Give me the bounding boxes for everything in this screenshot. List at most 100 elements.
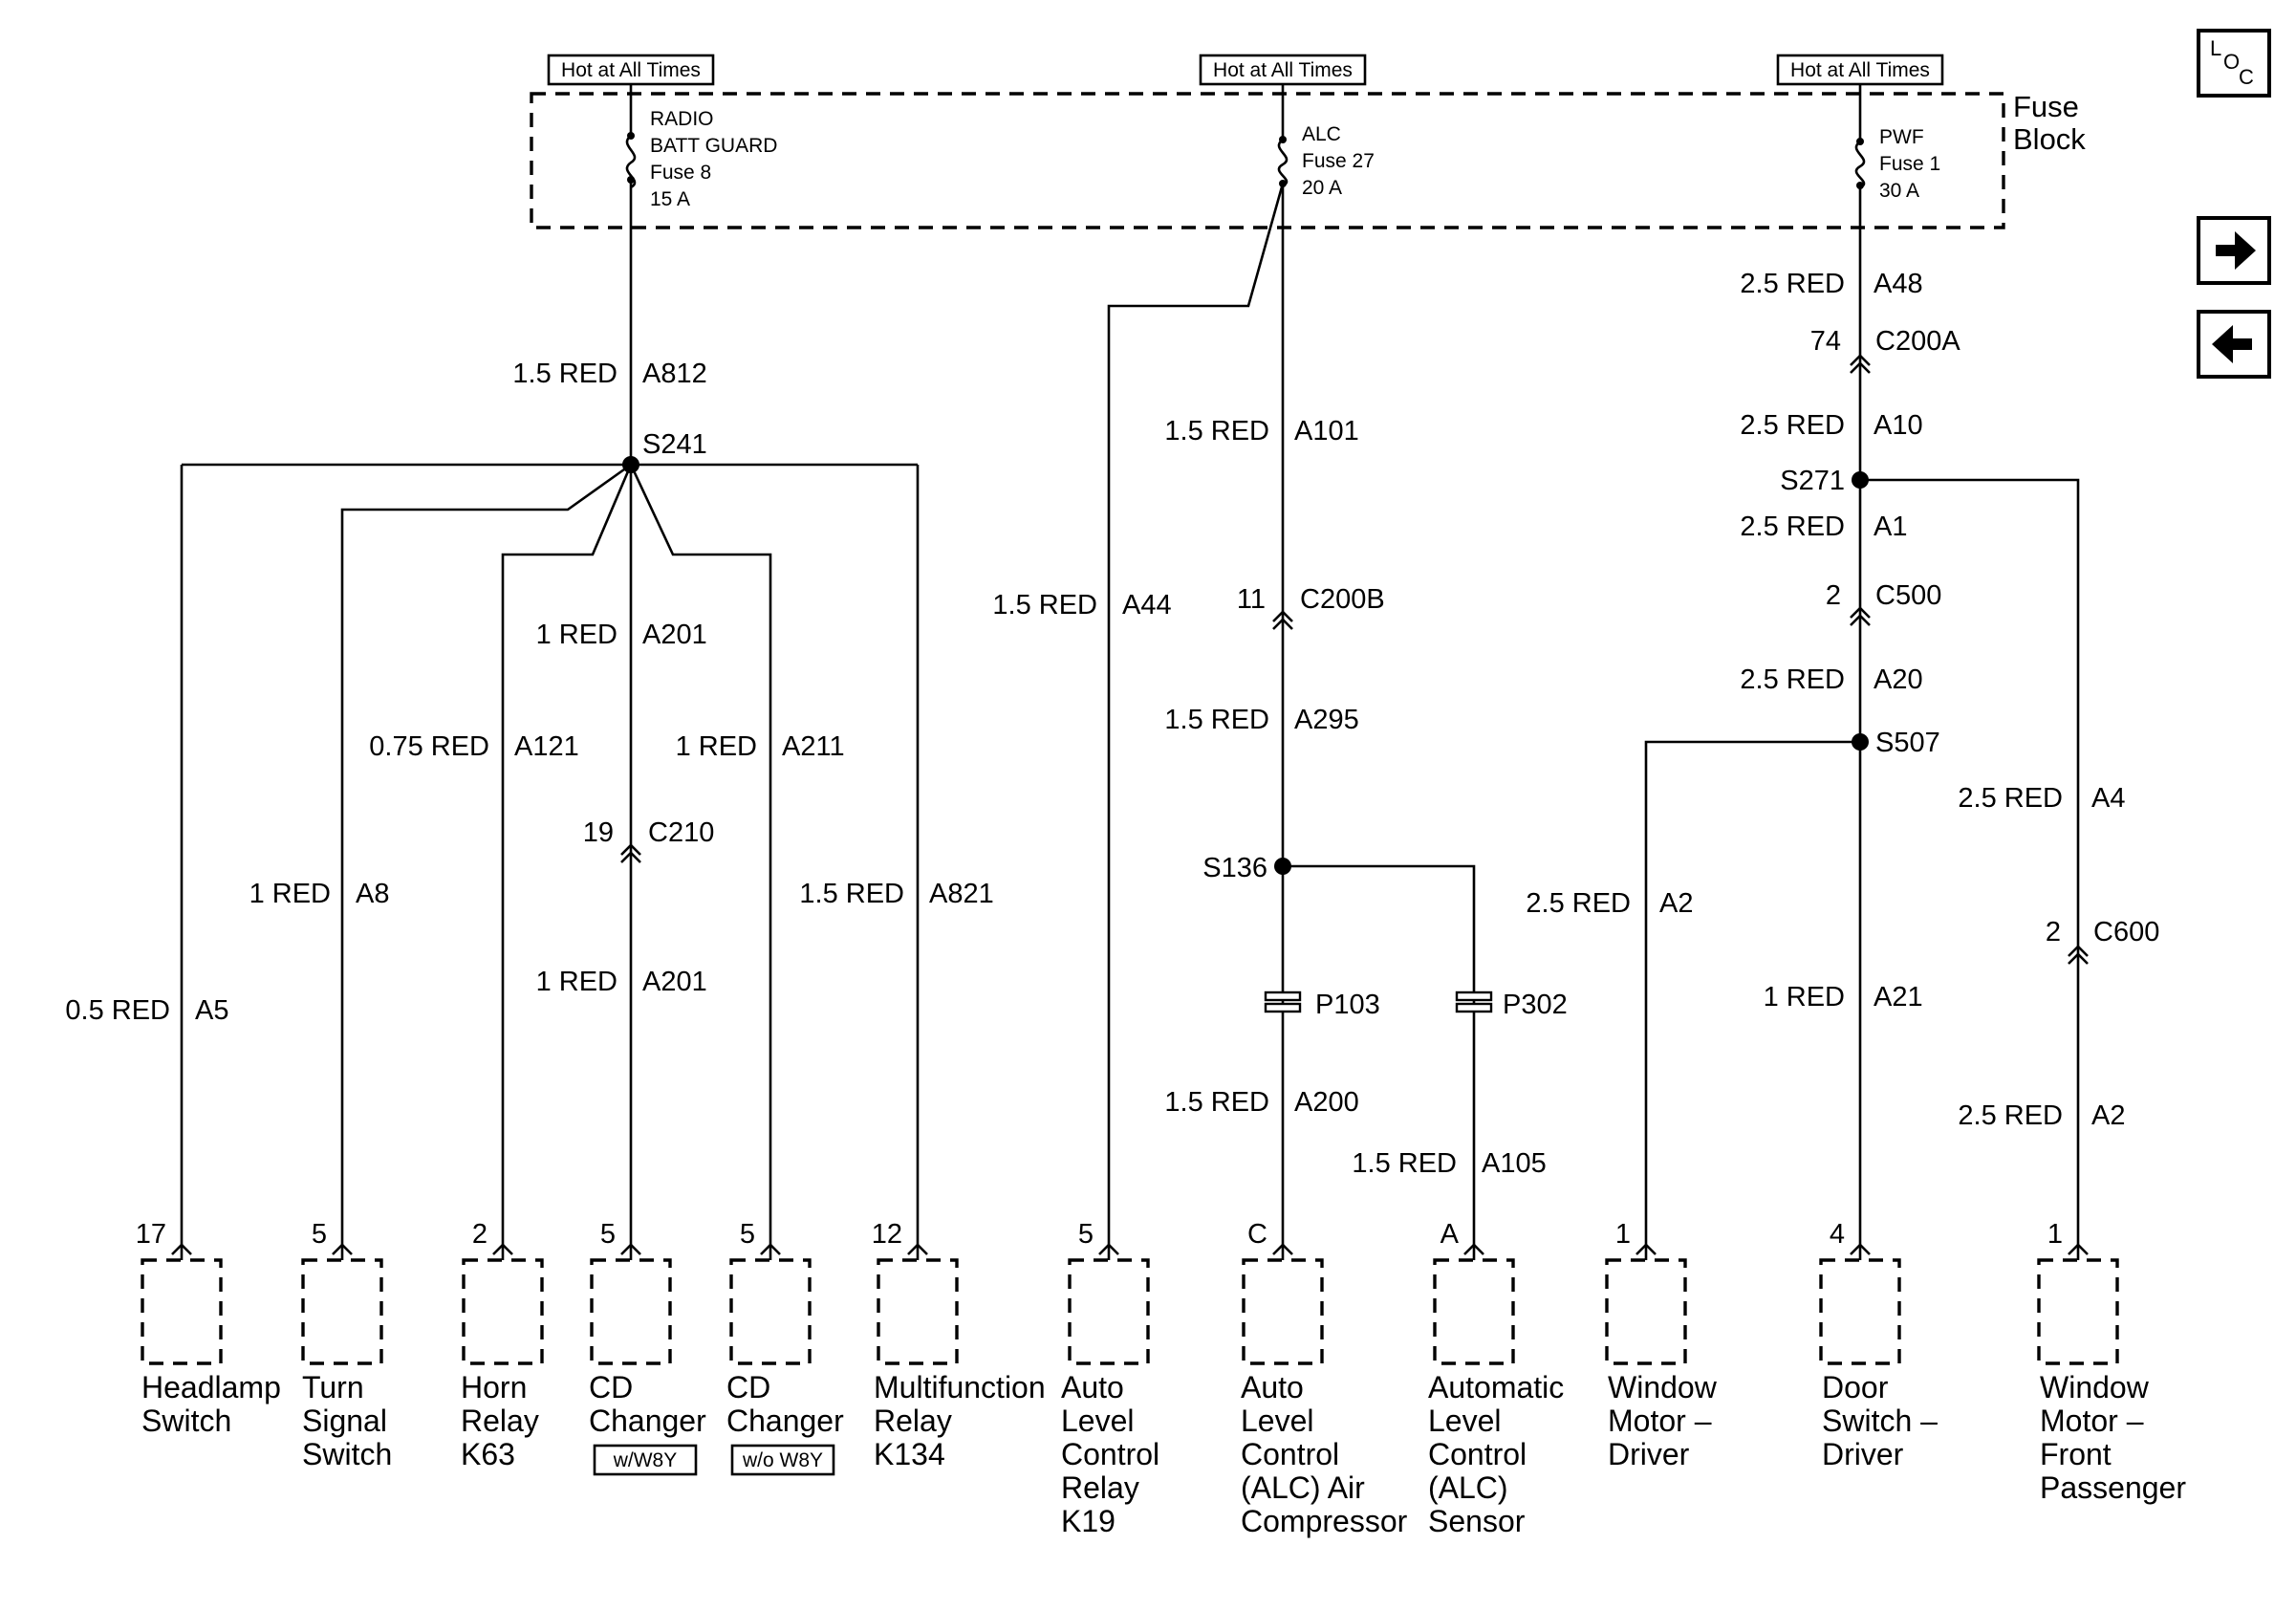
option-badge-text: w/o W8Y [742,1449,823,1471]
component-label-line: Level [1061,1404,1135,1438]
fuse-27-alc: ALC Fuse 27 20 A [1277,94,1375,228]
wire-a821-size: 1.5 RED [799,879,904,909]
connector-c200b-label: C200B [1300,584,1385,615]
wire-a5-size: 0.5 RED [65,995,170,1026]
fuse-block-label: Fuse [2013,90,2079,123]
component-pin: 2 [472,1219,487,1250]
component-label-line: Window [1608,1370,1718,1404]
component-label-line: Driver [1822,1437,1904,1471]
component-pin: 4 [1830,1219,1845,1250]
hot-label-pwf: Hot at All Times [1776,54,1944,86]
fuse-1-line-1: PWF [1879,126,1924,148]
wire-a201-top-circuit: A201 [642,620,707,650]
splice-s136-label: S136 [1202,853,1267,883]
component-label-line: Switch [302,1437,392,1471]
component-label-line: Horn [461,1370,527,1404]
fuse-8-line-3: Fuse 8 [650,162,711,184]
component-label-line: Auto [1241,1370,1304,1404]
component-row: 17HeadlampSwitch5TurnSignalSwitch2HornRe… [136,1219,2187,1538]
splice-s271-label: S271 [1780,466,1845,496]
pwf-circuit-wires [1644,228,2089,1243]
svg-text:Hot at All Times: Hot at All Times [561,59,701,81]
wire-a201-bottom-circuit: A201 [642,967,707,997]
component-label-line: Motor – [2040,1404,2144,1438]
component-label-line: Sensor [1428,1504,1526,1538]
wire-a200-size: 1.5 RED [1164,1087,1269,1118]
component-pin: 12 [872,1219,902,1250]
component-label-line: (ALC) Air [1241,1470,1365,1505]
component-label-line: Multifunction [874,1370,1046,1404]
component-label-line: Compressor [1241,1504,1408,1538]
wire-a5-circuit: A5 [195,995,228,1026]
component-label-line: Automatic [1428,1370,1564,1404]
wire-a2-driver-size: 2.5 RED [1526,888,1631,919]
fuse-27-line-3: 20 A [1302,177,1342,199]
component-pin: 5 [740,1219,755,1250]
component-label-line: Motor – [1608,1404,1712,1438]
connector-p103 [1264,991,1302,1013]
fuse-27-line-1: ALC [1302,123,1341,145]
wire-a2-driver-circuit: A2 [1659,888,1693,919]
wire-a821-circuit: A821 [929,879,994,909]
component-pin: A [1440,1219,1460,1250]
fuse-1-line-2: Fuse 1 [1879,153,1940,175]
wire-a121-size: 0.75 RED [369,731,489,762]
wire-a20-size: 2.5 RED [1740,664,1845,695]
loc-icon[interactable]: L O C [2197,29,2271,98]
component-pin: 5 [1078,1219,1094,1250]
connector-p103-label: P103 [1315,990,1380,1020]
component-label-line: Relay [461,1404,539,1438]
connector-c210-label: C210 [648,817,714,848]
wire-a10-size: 2.5 RED [1740,410,1845,441]
wire-a8-circuit: A8 [356,879,389,909]
fuse-27-line-2: Fuse 27 [1302,150,1375,172]
wire-a48-size: 2.5 RED [1740,269,1845,299]
wire-a44-circuit: A44 [1122,590,1172,620]
component-label-line: Auto [1061,1370,1124,1404]
component-label-line: Relay [1061,1470,1139,1505]
wire-a1-size: 2.5 RED [1740,512,1845,542]
svg-text:C: C [2239,65,2254,89]
wire-a21-size: 1 RED [1764,982,1845,1012]
wire-a10-circuit: A10 [1874,410,1923,441]
wire-a48-circuit: A48 [1874,269,1923,299]
fuse-1-line-3: 30 A [1879,180,1919,202]
wire-a201-top-size: 1 RED [536,620,617,650]
component-label-line: Passenger [2040,1470,2186,1505]
component-label-line: K19 [1061,1504,1116,1538]
fuse-8-line-1: RADIO [650,108,714,130]
component-label-line: Signal [302,1404,387,1438]
component-label-line: Level [1241,1404,1314,1438]
hot-label-radio: Hot at All Times [547,54,715,86]
component-label-line: Window [2040,1370,2150,1404]
component-label-line: K134 [874,1437,945,1471]
component-label-line: Level [1428,1404,1502,1438]
option-badge [593,1444,698,1476]
wire-a121-circuit: A121 [514,731,579,762]
wire-a211-circuit: A211 [782,731,845,762]
component-label-line: Control [1428,1437,1527,1471]
component-label-line: Front [2040,1437,2112,1471]
wire-a20-circuit: A20 [1874,664,1923,695]
fuse-8-line-2: BATT GUARD [650,135,777,157]
wire-a812-circuit: A812 [642,359,707,389]
component-label-line: Control [1241,1437,1339,1471]
component-label-line: Turn [302,1370,364,1404]
wire-a1-circuit: A1 [1874,512,1907,542]
svg-text:Hot at All Times: Hot at All Times [1213,59,1353,81]
back-arrow-icon[interactable] [2197,310,2271,379]
fuse-8-radio-batt-guard: RADIO BATT GUARD Fuse 8 15 A [625,94,777,228]
connector-c200a-label: C200A [1875,326,1960,357]
component-label-line: K63 [461,1437,515,1471]
component-label-line: CD [589,1370,633,1404]
component-pin: C [1247,1219,1267,1250]
wire-a21-circuit: A21 [1874,982,1923,1012]
forward-arrow-icon[interactable] [2197,216,2271,285]
